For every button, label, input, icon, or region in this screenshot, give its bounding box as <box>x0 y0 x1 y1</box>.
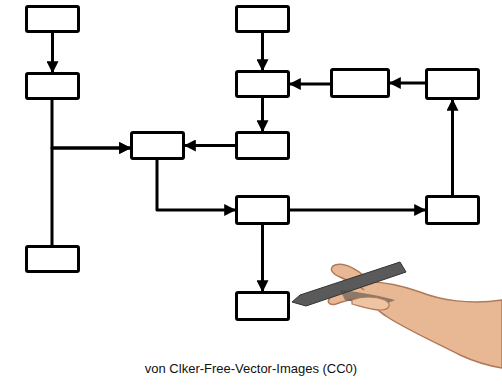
process-box <box>425 68 480 100</box>
process-box <box>235 131 290 160</box>
process-box <box>235 5 290 33</box>
image-credit: von Clker-Free-Vector-Images (CC0) <box>0 361 502 376</box>
process-box <box>425 195 480 225</box>
flow-arrow <box>261 33 264 70</box>
flow-arrow <box>157 160 235 210</box>
pencil <box>292 262 406 306</box>
flow-arrow <box>51 33 54 72</box>
flow-arrow <box>261 98 264 131</box>
thumb <box>352 297 389 310</box>
flow-arrow <box>390 82 425 85</box>
process-box <box>330 68 390 98</box>
flow-arrow <box>290 83 330 86</box>
process-box <box>25 245 80 273</box>
arm <box>328 282 502 368</box>
process-box <box>235 195 290 225</box>
flow-arrow <box>290 209 425 212</box>
flow-arrow <box>451 100 454 195</box>
process-box <box>235 291 290 321</box>
flow-arrow <box>52 148 130 245</box>
process-box <box>235 70 290 98</box>
flow-arrow <box>185 144 235 147</box>
flow-arrow <box>52 100 130 148</box>
process-box <box>130 131 185 160</box>
process-box <box>25 72 80 100</box>
process-box <box>25 5 80 33</box>
flow-arrow <box>261 225 264 291</box>
